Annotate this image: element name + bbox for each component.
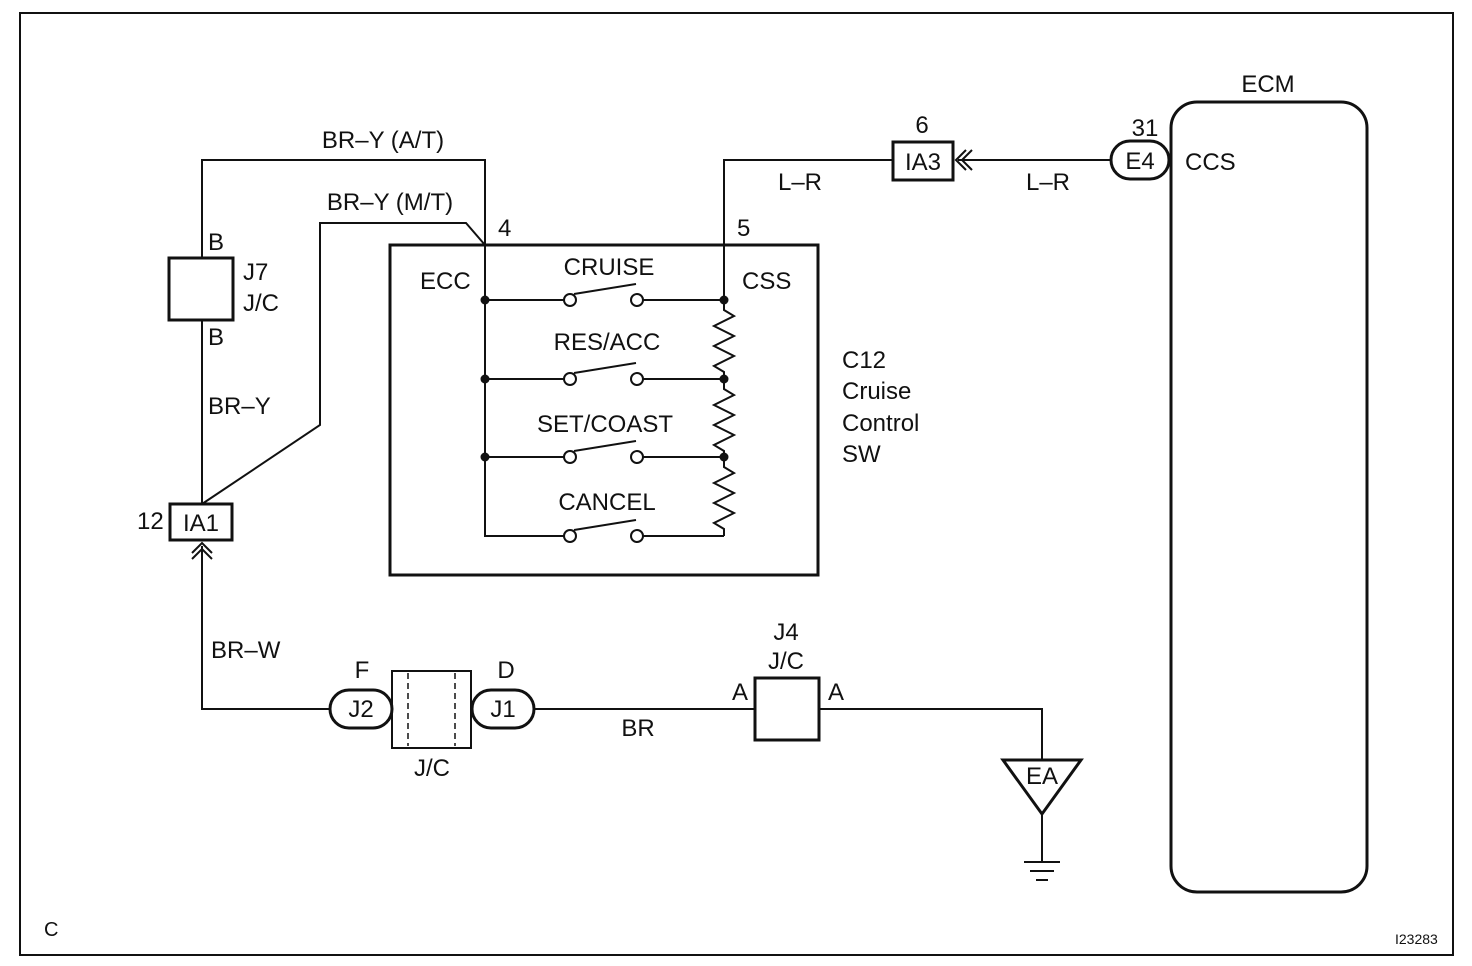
corner-label: C (44, 919, 58, 941)
resacc-switch-blade (573, 362, 637, 374)
switch-title-line-4: SW (842, 441, 881, 468)
wire-label-bry-at: BR–Y (A/T) (322, 127, 444, 154)
cruise-contact-left (563, 293, 577, 307)
figure-code: I23283 (1395, 931, 1438, 947)
ia3-pin-number: 6 (915, 112, 928, 139)
setcoast-contact-right (630, 450, 644, 464)
wire-br-j4-to-ground (819, 708, 1043, 760)
contact-label-resacc: RES/ACC (554, 329, 661, 356)
ia1-box (168, 502, 234, 542)
j4-left-pin: A (732, 679, 748, 706)
wire-label-bry: BR–Y (208, 393, 271, 420)
cruise-contact-right (630, 293, 644, 307)
j2-label: J2 (348, 696, 373, 723)
jc-body (391, 670, 472, 749)
ecm-pin-number: 31 (1132, 115, 1159, 142)
cruise-switch-blade (573, 283, 637, 295)
ia1-pin-number: 12 (137, 508, 164, 535)
ia3-connector: 6 IA3 (891, 112, 973, 182)
switch-title-line-1: C12 (842, 347, 886, 374)
j7-junction-connector: B B J7 J/C (167, 229, 279, 351)
j1-pin-label: D (497, 657, 514, 684)
ground-point-ea: EA (1000, 758, 1084, 881)
junction-dot (480, 295, 490, 305)
j7-top-pin: B (208, 229, 224, 256)
j2-pin-label: F (355, 657, 370, 684)
wire-label-bry-mt: BR–Y (M/T) (327, 189, 453, 216)
j7-box (167, 256, 235, 322)
jc-block-label: J/C (414, 755, 450, 782)
setcoast-switch-blade (573, 440, 637, 452)
wire-label-lr-left: L–R (778, 169, 822, 196)
wire-bry-at (201, 159, 486, 258)
switch-title-line-3: Control (842, 410, 919, 437)
ia1-connector: 12 IA1 (137, 502, 234, 560)
ground-label: EA (1026, 763, 1058, 790)
cancel-contact-left (563, 529, 577, 543)
switch-terminal-ecc: ECC (420, 268, 471, 295)
switch-pin-css: 5 (737, 215, 750, 242)
ia1-label: IA1 (183, 510, 219, 537)
cruise-control-switch: 4 5 ECC CSS CRUISE RES/ACC SET/COAST CAN… (388, 215, 820, 577)
cancel-switch-blade (573, 519, 637, 531)
wire-label-lr-right: L–R (1026, 169, 1070, 196)
contact-label-cruise: CRUISE (564, 254, 655, 281)
wire-brw (201, 546, 330, 710)
j4-junction-connector: J4 J/C A A (732, 619, 844, 742)
ecm: ECM 31 E4 CCS (1109, 71, 1369, 894)
junction-dot (719, 374, 729, 384)
wire-label-br: BR (621, 715, 654, 742)
resacc-contact-right (630, 372, 644, 386)
resistor-1 (711, 300, 737, 379)
contact-label-setcoast: SET/COAST (537, 411, 673, 438)
ecm-connector-label: E4 (1125, 148, 1154, 175)
j4-right-pin: A (828, 679, 844, 706)
resacc-contact-left (563, 372, 577, 386)
junction-dot (480, 374, 490, 384)
resistor-3 (711, 457, 737, 536)
ecc-bus (484, 245, 570, 537)
diagram-frame (19, 12, 1454, 956)
ecm-label: ECM (1241, 71, 1294, 98)
jc-block: F J2 D J1 J/C (328, 657, 536, 782)
j7-type: J/C (243, 290, 279, 317)
ecm-terminal-ccs: CCS (1185, 149, 1236, 176)
ground-triangle (1000, 758, 1084, 817)
switch-housing (388, 243, 820, 577)
j4-box (753, 676, 821, 742)
ia3-label: IA3 (905, 149, 941, 176)
setcoast-contact-left (563, 450, 577, 464)
cancel-contact-right (630, 529, 644, 543)
wire-lr-switch (723, 159, 893, 245)
junction-dot (719, 295, 729, 305)
j4-name: J4 (773, 619, 798, 646)
wire-label-brw: BR–W (211, 637, 281, 664)
switch-terminal-css: CSS (742, 268, 791, 295)
wire-bry-mt (201, 222, 486, 505)
switch-title-line-2: Cruise (842, 378, 911, 405)
j7-name: J7 (243, 259, 268, 286)
contact-label-cancel: CANCEL (558, 489, 655, 516)
ground-icon (1024, 814, 1060, 881)
j1-label: J1 (490, 696, 515, 723)
junction-dot (719, 452, 729, 462)
resistor-2 (711, 379, 737, 457)
switch-pin-ecc: 4 (498, 215, 511, 242)
j4-type: J/C (768, 648, 804, 675)
ecm-box (1169, 100, 1369, 894)
j7-bottom-pin: B (208, 324, 224, 351)
junction-dot (480, 452, 490, 462)
